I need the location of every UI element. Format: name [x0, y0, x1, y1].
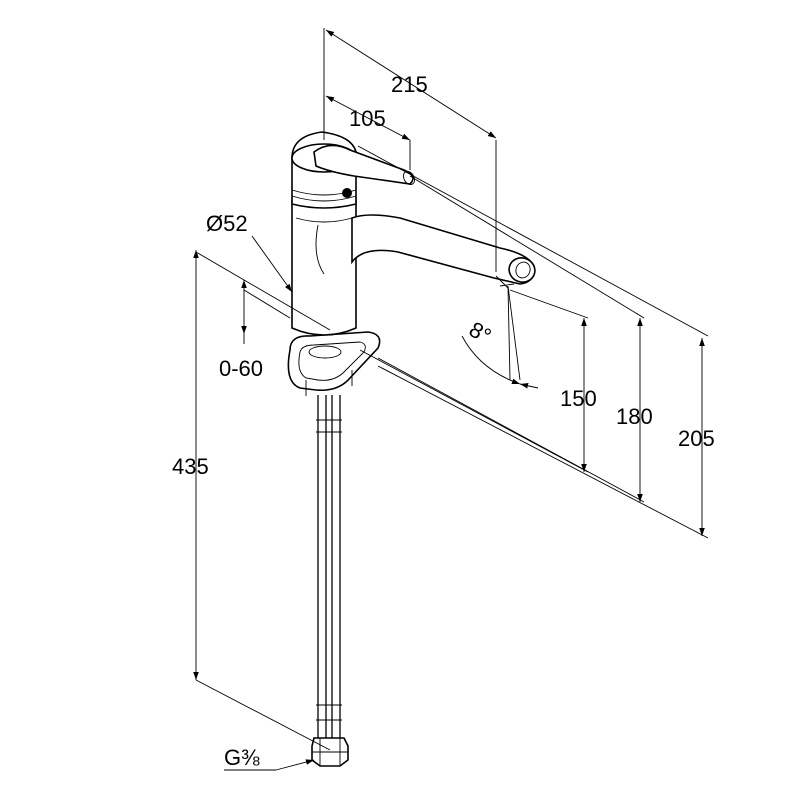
thread-fittings	[311, 737, 349, 767]
mounting-bracket	[287, 331, 381, 396]
faucet-outline	[287, 131, 536, 767]
label-diameter: Ø52	[206, 211, 248, 236]
dimension-215: 215	[323, 28, 497, 272]
label-435: 435	[172, 454, 209, 479]
dimension-205: 205	[357, 145, 715, 539]
dimension-thread: G⅜	[224, 745, 315, 771]
label-angle: 8°	[465, 317, 496, 349]
dimension-180: 180	[377, 175, 653, 503]
dimension-105: 105	[323, 95, 411, 170]
faucet-column	[291, 199, 357, 336]
supply-hoses	[316, 395, 342, 738]
indicator-dot	[342, 188, 352, 198]
label-thread: G⅜	[224, 745, 260, 770]
faucet-spout	[351, 214, 536, 285]
dimension-435: 435	[172, 250, 331, 751]
label-215: 215	[391, 72, 428, 97]
dimension-angle: 8°	[461, 285, 539, 389]
dimension-0-60: 0-60	[219, 280, 291, 381]
label-150: 150	[560, 386, 597, 411]
label-0-60: 0-60	[219, 356, 263, 381]
label-205: 205	[678, 426, 715, 451]
label-180: 180	[616, 404, 653, 429]
dimension-150: 150	[359, 289, 597, 473]
dimension-diameter: Ø52	[206, 211, 293, 293]
label-105: 105	[349, 106, 386, 131]
